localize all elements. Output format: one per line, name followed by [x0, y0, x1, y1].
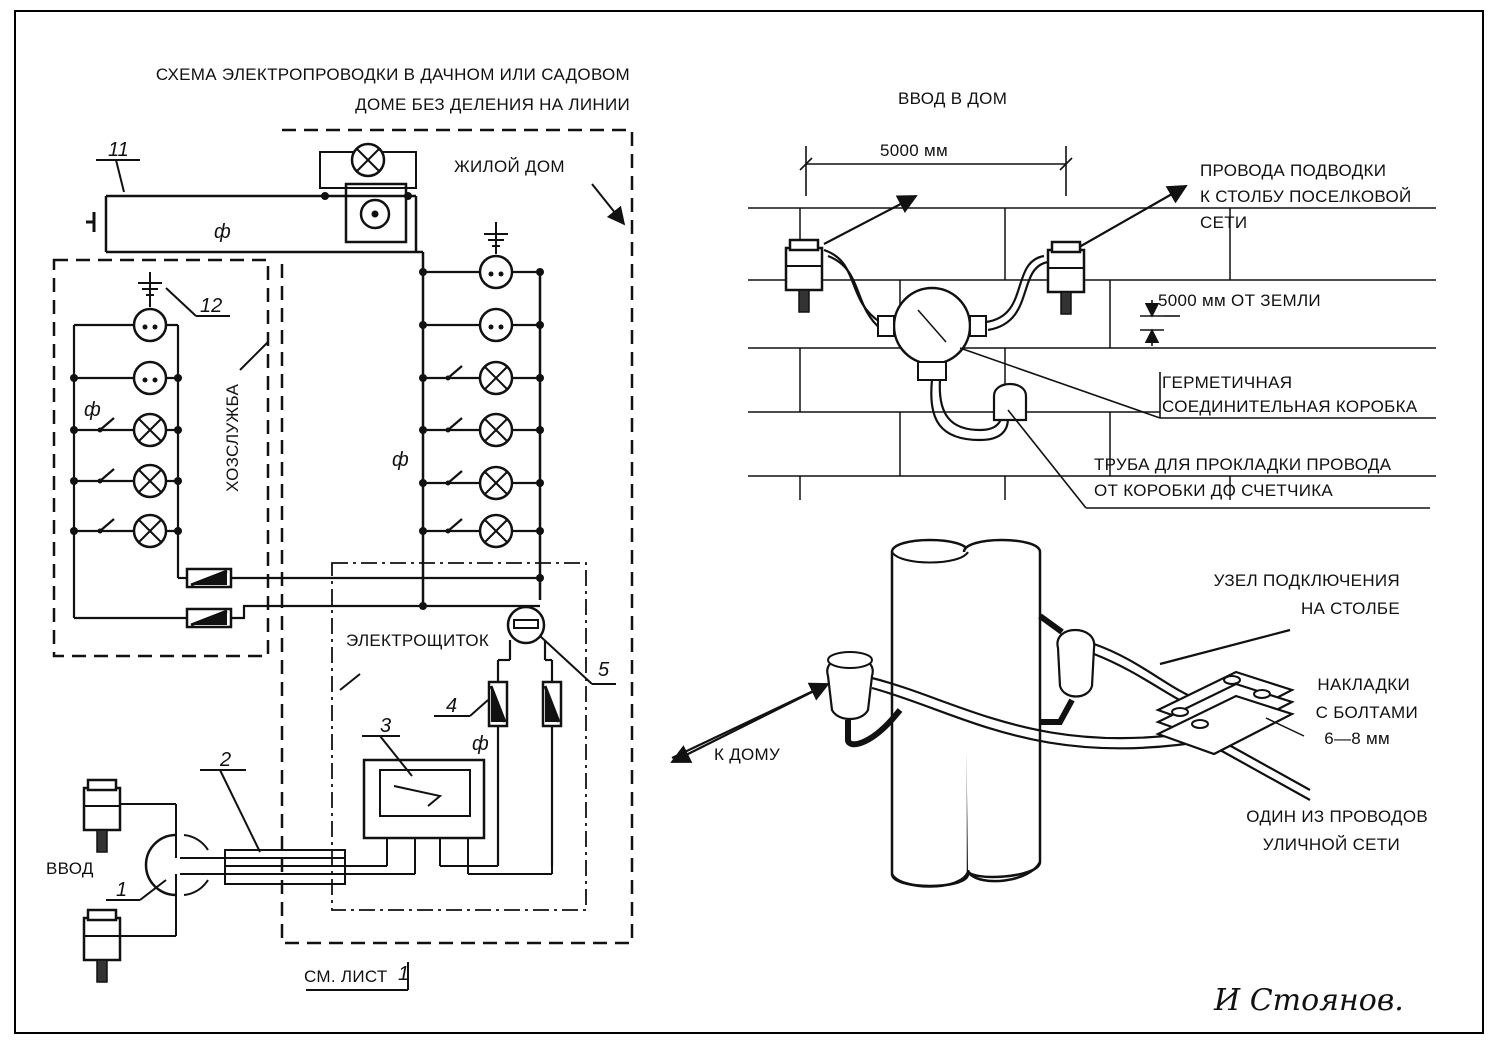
lamp-symbol	[132, 513, 168, 549]
signature: И Стоянов.	[1213, 983, 1404, 1018]
label-pipe-1: ТРУБА ДЛЯ ПРОКЛАДКИ ПРОВОДА	[1094, 455, 1392, 474]
lamp-symbol	[478, 412, 514, 448]
phase-mark: ф	[392, 449, 409, 471]
callout-1: 1	[116, 879, 127, 901]
lamp-symbol	[478, 465, 514, 501]
phase-mark: ф	[84, 399, 101, 421]
label-plates-3: 6—8 мм	[1324, 729, 1390, 748]
label-to-house: К ДОМУ	[714, 745, 780, 764]
meter-symbol	[506, 605, 546, 645]
left-title-line2: ДОМЕ БЕЗ ДЕЛЕНИЯ НА ЛИНИИ	[355, 95, 630, 114]
label-height: 5000 мм ОТ ЗЕМЛИ	[1158, 291, 1321, 310]
phase-mark: ф	[472, 733, 489, 755]
label-panel: ЭЛЕКТРОЩИТОК	[346, 631, 489, 650]
socket-symbol	[132, 360, 168, 396]
label-house: ЖИЛОЙ ДОМ	[454, 157, 565, 176]
phase-mark: ф	[214, 221, 231, 243]
socket-symbol	[478, 254, 514, 290]
socket-symbol	[478, 307, 514, 343]
lamp-symbol	[350, 142, 386, 178]
callout-11: 11	[108, 139, 129, 161]
label-input: ВВОД	[46, 859, 94, 878]
callout-2: 2	[219, 749, 231, 771]
insulator-symbol	[82, 908, 122, 984]
lamp-symbol	[132, 463, 168, 499]
label-see-sheet: СМ. ЛИСТ	[304, 967, 388, 986]
label-node-1: УЗЕЛ ПОДКЛЮЧЕНИЯ	[1214, 571, 1400, 590]
text-layer: СХЕМА ЭЛЕКТРОПРОВОДКИ В ДАЧНОМ ИЛИ САДОВ…	[46, 65, 1428, 1018]
label-street-2: УЛИЧНОЙ СЕТИ	[1263, 835, 1400, 854]
insulator-symbol	[82, 778, 122, 854]
label-pipe-2: ОТ КОРОБКИ ДО СЧЕТЧИКА	[1094, 481, 1333, 500]
breaker-symbol	[185, 567, 233, 589]
sheet-border	[14, 10, 1484, 1034]
callout-4: 4	[446, 695, 457, 717]
lamp-symbol	[132, 412, 168, 448]
lamp-symbol	[478, 513, 514, 549]
label-node-2: НА СТОЛБЕ	[1301, 599, 1400, 618]
callout-12: 12	[200, 295, 222, 317]
breaker-symbol	[487, 680, 509, 728]
breaker-symbol	[185, 607, 233, 629]
socket-symbol	[132, 307, 168, 343]
label-outbuilding: ХОЗСЛУЖБА	[223, 383, 242, 492]
ground-symbol	[138, 222, 508, 307]
see-sheet-number: 1	[398, 963, 409, 985]
callout-5: 5	[598, 659, 610, 681]
label-box-1: ГЕРМЕТИЧНАЯ	[1162, 373, 1292, 392]
label-plates-1: НАКЛАДКИ	[1317, 675, 1410, 694]
schematic-symbols	[70, 142, 626, 991]
label-street-1: ОДИН ИЗ ПРОВОДОВ	[1246, 807, 1428, 826]
label-plates-2: С БОЛТАМИ	[1316, 703, 1418, 722]
left-title-line1: СХЕМА ЭЛЕКТРОПРОВОДКИ В ДАЧНОМ ИЛИ САДОВ…	[156, 65, 630, 84]
wall-insulator-left	[784, 238, 824, 314]
right-title: ВВОД В ДОМ	[898, 89, 1007, 108]
label-box-2: СОЕДИНИТЕЛЬНАЯ КОРОБКА	[1162, 397, 1418, 416]
label-wires-3: СЕТИ	[1200, 213, 1247, 232]
label-wires-2: К СТОЛБУ ПОСЕЛКОВОЙ	[1200, 187, 1412, 206]
house-entry-group	[748, 146, 1436, 509]
callout-3: 3	[380, 715, 391, 737]
wall-insulator-right	[1046, 240, 1086, 316]
label-wires-1: ПРОВОДА ПОДВОДКИ	[1200, 161, 1386, 180]
lamp-symbol	[478, 360, 514, 396]
breaker-symbol	[541, 680, 563, 728]
dim-5000: 5000 мм	[880, 141, 948, 160]
pole-group	[670, 538, 1311, 888]
